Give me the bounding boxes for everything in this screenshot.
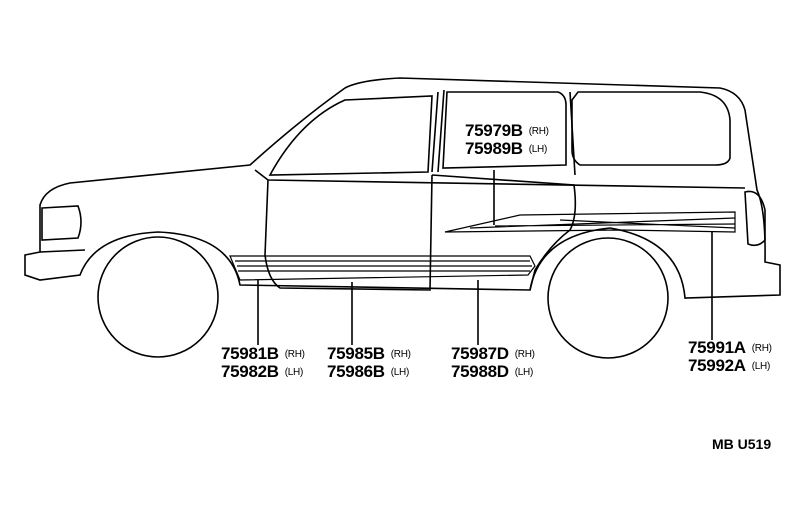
front-wheel [97, 236, 219, 358]
callout-75987D: 75987D(RH) 75988D(LH) [451, 344, 535, 381]
front-door [264, 174, 433, 291]
quarter-window [571, 91, 731, 166]
figure-code: MB U519 [712, 436, 772, 452]
body-outline [24, 77, 781, 299]
front-door-window [268, 95, 433, 176]
rear-wheel [547, 237, 669, 359]
callout-75981B: 75981B(RH) 75982B(LH) [221, 344, 305, 381]
rear-door-window [442, 91, 567, 169]
leader-lines [257, 170, 713, 345]
callout-75979B: 75979B(RH) 75989B(LH) [465, 121, 549, 158]
callout-75985B: 75985B(RH) 75986B(LH) [327, 344, 411, 381]
lower-molding [229, 255, 536, 281]
rear-stripe-decal [444, 211, 736, 233]
headlight [41, 205, 82, 241]
rear-lamp [744, 190, 766, 247]
callout-75991A: 75991A(RH) 75992A(LH) [688, 338, 772, 375]
